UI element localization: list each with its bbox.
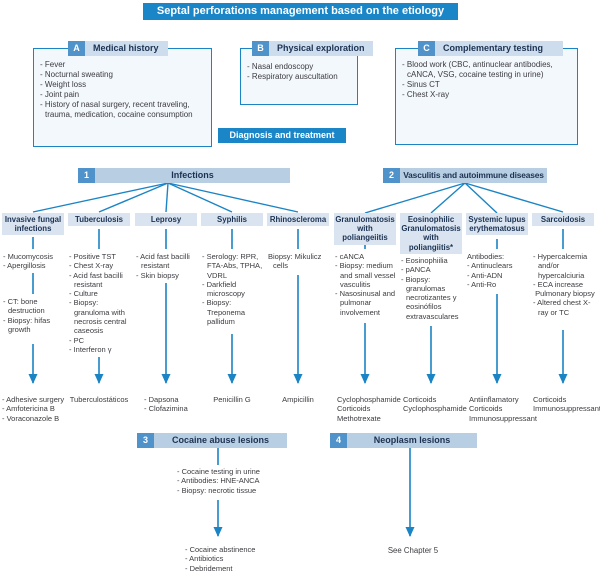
number-badge-3: 3 bbox=[137, 433, 154, 448]
treatment-leprosy: - Dapsona- Clofazimina bbox=[144, 395, 188, 414]
number-badge-1: 1 bbox=[78, 168, 95, 183]
treatment-rhinoscleroma: Ampicillin bbox=[282, 395, 314, 404]
diagnostics-leprosy: - Acid fast bacilli resistant- Skin biop… bbox=[136, 252, 192, 280]
medical-history-items: - Fever- Nocturnal sweating- Weight loss… bbox=[40, 60, 193, 119]
header-granulomatosis: Granulomatosis with poliangeiitis bbox=[334, 213, 396, 245]
letter-badge-a: A bbox=[68, 41, 85, 56]
fan-lines-infections bbox=[32, 182, 299, 213]
section-vasculitis: 2 Vasculitis and autoimmune diseases bbox=[383, 168, 547, 183]
treatment-tuberculosis: Tuberculostáticos bbox=[69, 395, 129, 404]
header-leprosy: Leprosy bbox=[135, 213, 197, 227]
diagnostics-cocaine: - Cocaine testing in urine- Antibodies: … bbox=[177, 467, 260, 495]
diagnostics-tuberculosis: - Positive TST- Chest X-ray- Acid fast b… bbox=[69, 252, 129, 354]
treatment-neoplasm: See Chapter 5 bbox=[387, 546, 439, 555]
diagnostics-syphilis: - Serology: RPR, FTA-Abs, TPHA, VDRL- Da… bbox=[202, 252, 265, 327]
fan-lines-vasculitis bbox=[364, 182, 564, 214]
physical-exploration-items: - Nasal endoscopy- Respiratory auscultat… bbox=[247, 62, 338, 81]
header-tuberculosis: Tuberculosis bbox=[68, 213, 130, 227]
treatment-cocaine: - Cocaine abstinence- Antibiotics- Debri… bbox=[185, 545, 256, 572]
header-invasive-fungal: Invasive fungal infections bbox=[2, 213, 64, 236]
treatment-invasive-fungal: - Adhesive surgery- Amfotericina B- Vora… bbox=[2, 395, 65, 423]
physical-exploration-title: Physical exploration bbox=[269, 41, 373, 56]
number-badge-2: 2 bbox=[383, 168, 400, 183]
section-neoplasm-title: Neoplasm lesions bbox=[347, 433, 477, 448]
section-neoplasm: 4 Neoplasm lesions bbox=[330, 433, 477, 448]
header-syphilis: Syphilis bbox=[201, 213, 263, 227]
header-eosinophilic-granulomatosis: Eosinophilic Granulomatosis with poliang… bbox=[400, 213, 462, 254]
medical-history-title: Medical history bbox=[85, 41, 168, 56]
complementary-testing-title: Complementary testing bbox=[435, 41, 563, 56]
diagnostics-eosinophilic: - Eosinophiilia- pANCA- Biopsy: granulom… bbox=[401, 256, 459, 321]
diagnostics-sarcoidosis: - Hypercalcemia and/or hypercalciuria- E… bbox=[533, 252, 595, 317]
complementary-testing-box bbox=[395, 48, 578, 145]
letter-badge-b: B bbox=[252, 41, 269, 56]
section-infections: 1 Infections bbox=[78, 168, 290, 183]
diagnostics-invasive-fungal-1: - Mucomycosis- Apergillosis bbox=[3, 252, 54, 271]
medical-history-header: A Medical history bbox=[68, 41, 168, 56]
page-title: Septal perforations management based on … bbox=[143, 3, 458, 20]
section-infections-title: Infections bbox=[95, 168, 290, 183]
diagnostics-systemic-lupus: Antibodies:- Antinuclears- Anti-ADN- Ant… bbox=[467, 252, 513, 289]
section-cocaine-title: Cocaine abuse lesions bbox=[154, 433, 287, 448]
column-stub-lines bbox=[32, 229, 564, 465]
physical-exploration-header: B Physical exploration bbox=[252, 41, 373, 56]
header-sarcoidosis: Sarcoidosis bbox=[532, 213, 594, 227]
treatment-arrows bbox=[28, 275, 568, 537]
header-rhinoscleroma: Rhinoscleroma bbox=[267, 213, 329, 227]
header-systemic-lupus: Systemic lupus erythematosus bbox=[466, 213, 528, 236]
physical-exploration-box bbox=[240, 48, 358, 105]
letter-badge-c: C bbox=[418, 41, 435, 56]
number-badge-4: 4 bbox=[330, 433, 347, 448]
diagnostics-invasive-fungal-2: - CT: bone destruction- Biopsy: hifas gr… bbox=[3, 297, 53, 334]
treatment-syphilis: Penicillin G bbox=[213, 395, 251, 404]
complementary-testing-header: C Complementary testing bbox=[418, 41, 563, 56]
diagnostics-granulomatosis: - cANCA- Biopsy: medium and small vessel… bbox=[335, 252, 398, 317]
medical-history-box bbox=[33, 48, 212, 147]
complementary-testing-items: - Blood work (CBC, antinuclear antibodie… bbox=[402, 60, 555, 99]
diagnostics-rhinoscleroma: Biopsy: Mikulicz cells bbox=[268, 252, 324, 271]
section-vasculitis-title: Vasculitis and autoimmune diseases bbox=[400, 168, 547, 183]
section-cocaine-abuse: 3 Cocaine abuse lesions bbox=[137, 433, 287, 448]
diagnosis-treatment-band: Diagnosis and treatment bbox=[218, 128, 346, 143]
